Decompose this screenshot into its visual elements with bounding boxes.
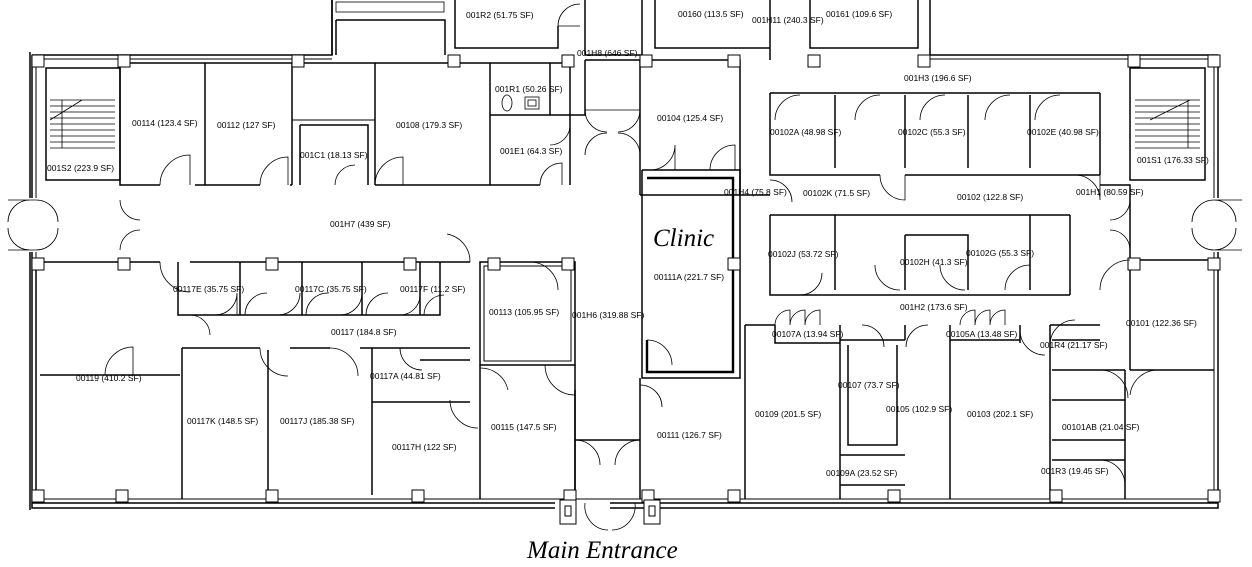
room-label-00117c: 00117C (35.75 SF) [295,284,367,294]
room-label-001c1: 001C1 (18.13 SF) [300,150,368,160]
room-label-00117a: 00117A (44.81 SF) [370,371,441,381]
room-label-00107: 00107 (73.7 SF) [838,380,900,390]
room-label-001h4: 001H4 (75.8 SF) [724,187,787,197]
room-label-001h3: 001H3 (196.6 SF) [904,73,972,83]
main-entrance-label: Main Entrance [526,537,678,564]
room-label-001s1: 001S1 (176.33 SF) [1137,155,1209,165]
room-label-00161: 00161 (109.6 SF) [826,9,892,19]
room-label-001s2: 001S2 (223.9 SF) [47,163,114,173]
room-label-00105: 00105 (102.9 SF) [886,404,952,414]
room-labels: 001R2 (51.75 SF) 00160 (113.5 SF) 001H11 (… [47,9,1209,478]
room-label-00111: 00111 (126.7 SF) [657,430,722,440]
room-label-001h8: 001H8 (646 SF) [577,48,638,58]
room-label-00117k: 00117K (148.5 SF) [187,416,258,426]
room-label-001h2: 001H2 (173.6 SF) [900,302,968,312]
fixtures [335,1,540,112]
room-label-00109a: 00109A (23.52 SF) [826,468,898,478]
room-label-00119: 00119 (410.2 SF) [76,373,142,383]
room-label-001r4: 001R4 (21.17 SF) [1040,340,1108,350]
room-label-001r1: 001R1 (50.26 SF) [495,84,563,94]
room-label-00102e: 00102E (40.98 SF) [1027,127,1099,137]
doors [7,3,1242,531]
room-label-00101: 00101 (122.36 SF) [1126,318,1197,328]
room-label-00117: 00117 (184.8 SF) [331,327,397,337]
room-label-00117h: 00117H (122 SF) [392,442,457,452]
room-label-00115: 00115 (147.5 SF) [491,422,557,432]
walls [29,0,1219,510]
room-label-00109: 00109 (201.5 SF) [755,409,821,419]
room-label-00117j: 00117J (185.38 SF) [280,416,355,426]
room-label-00102j: 00102J (53.72 SF) [768,249,839,259]
columns [31,54,1221,525]
room-label-00111a: 00111A (221.7 SF) [654,272,724,282]
room-label-00112: 00112 (127 SF) [217,120,276,130]
room-label-00102g: 00102G (55.3 SF) [966,248,1034,258]
room-label-00103: 00103 (202.1 SF) [967,409,1033,419]
room-label-00102h: 00102H (41.3 SF) [900,257,968,267]
room-label-001r2: 001R2 (51.75 SF) [466,10,534,20]
room-label-00104: 00104 (125.4 SF) [657,113,723,123]
room-label-00114: 00114 (123.4 SF) [132,118,198,128]
clinic-label: Clinic [653,225,714,252]
room-label-00117f: 00117F (11.2 SF) [400,284,466,294]
room-label-00113: 00113 (105.95 SF) [489,307,559,317]
room-label-001r3: 001R3 (19.45 SF) [1041,466,1109,476]
room-label-001h7: 001H7 (439 SF) [330,219,391,229]
room-label-001h6: 001H6 (319.88 SF) [572,310,644,320]
room-label-00108: 00108 (179.3 SF) [396,120,462,130]
room-label-00102a: 00102A (48.98 SF) [770,127,842,137]
room-label-001e1: 001E1 (64.3 SF) [500,146,563,156]
room-label-00105a: 00105A (13.48 SF) [946,329,1018,339]
room-label-00102c: 00102C (55.3 SF) [898,127,966,137]
room-label-001h11: 001H11 (240.3 SF) [752,15,824,25]
room-label-00117e: 00117E (35.75 SF) [173,284,244,294]
room-label-00102k: 00102K (71.5 SF) [803,188,870,198]
room-label-00101ab: 00101AB (21.04 SF) [1062,422,1140,432]
room-label-00107a: 00107A (13.94 SF) [772,329,844,339]
room-label-00160: 00160 (113.5 SF) [678,9,744,19]
room-label-00102: 00102 (122.8 SF) [957,192,1023,202]
room-label-001h1: 001H1 (80.59 SF) [1076,187,1144,197]
